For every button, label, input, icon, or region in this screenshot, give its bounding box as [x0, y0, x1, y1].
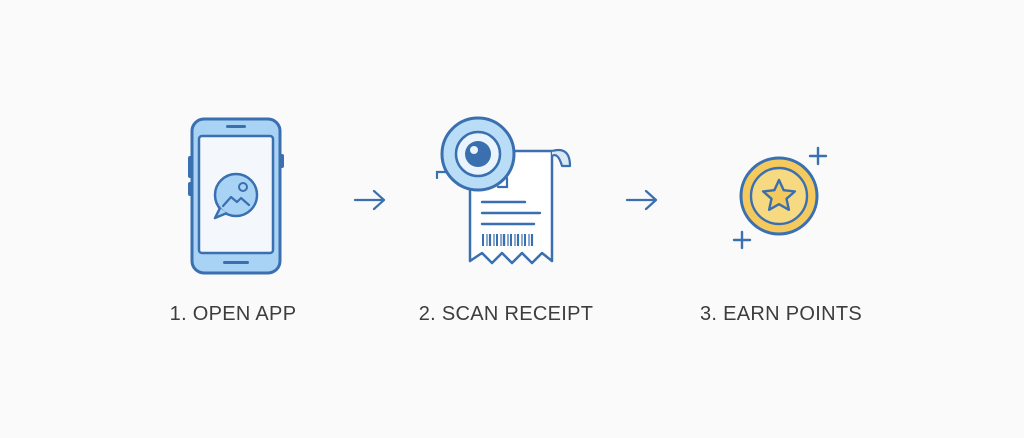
star-coin-icon — [732, 146, 828, 250]
step-label-earn-points: 3. EARN POINTS — [699, 303, 863, 325]
arrow-right-icon — [353, 189, 386, 211]
step-label-scan-receipt: 2. SCAN RECEIPT — [418, 303, 594, 325]
receipt-scan-icon — [435, 116, 572, 265]
arrow-right-icon — [625, 189, 658, 211]
step-label-open-app: 1. OPEN APP — [169, 303, 297, 325]
smartphone-icon — [188, 117, 284, 275]
